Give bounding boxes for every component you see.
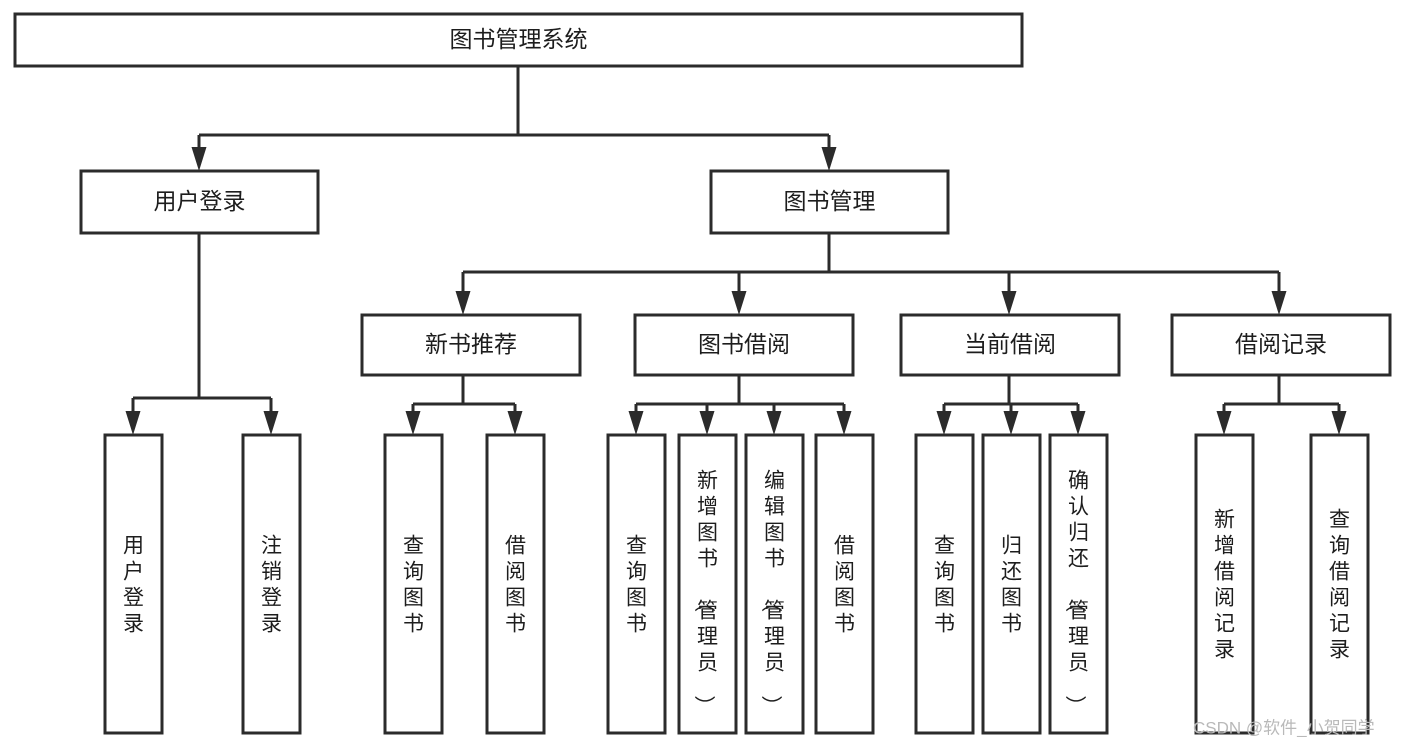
node-leaf-query-book-current[interactable]: 查询图书 bbox=[914, 433, 975, 735]
arrow-head-icon bbox=[731, 291, 747, 315]
nodes-layer: 图书管理系统用户登录图书管理新书推荐图书借阅当前借阅借阅记录用户登录注销登录查询… bbox=[13, 12, 1392, 735]
node-box-leaf-edit-book-admin[interactable] bbox=[744, 433, 805, 735]
arrow-head-icon bbox=[507, 411, 523, 435]
node-user-login[interactable]: 用户登录 bbox=[79, 169, 320, 235]
node-box-leaf-query-book-new[interactable] bbox=[383, 433, 444, 735]
node-label-book-borrow: 图书借阅 bbox=[698, 331, 790, 357]
watermark-label: CSDN @软件_小贺同学 bbox=[1193, 718, 1375, 737]
node-leaf-return-book[interactable]: 归还图书 bbox=[981, 433, 1042, 735]
node-label-leaf-query-book-new: 查询图书 bbox=[403, 534, 424, 635]
node-box-leaf-borrow-book[interactable] bbox=[814, 433, 875, 735]
node-label-leaf-query-borrow-record: 查询借阅记录 bbox=[1329, 508, 1350, 661]
node-leaf-borrow-book-new[interactable]: 借阅图书 bbox=[485, 433, 546, 735]
node-leaf-logout[interactable]: 注销登录 bbox=[241, 433, 302, 735]
arrow-head-icon bbox=[821, 147, 837, 171]
node-label-book-management: 图书管理 bbox=[784, 188, 876, 214]
node-label-leaf-borrow-book: 借阅图书 bbox=[834, 534, 855, 635]
node-label-leaf-borrow-book-new: 借阅图书 bbox=[505, 534, 526, 635]
node-book-management[interactable]: 图书管理 bbox=[709, 169, 950, 235]
arrow-head-icon bbox=[1271, 291, 1287, 315]
node-label-leaf-logout: 注销登录 bbox=[261, 534, 282, 635]
node-label-current-borrow: 当前借阅 bbox=[964, 331, 1056, 357]
connector-new-book-recommend-to-leaves bbox=[405, 375, 523, 435]
arrow-head-icon bbox=[1003, 411, 1019, 435]
node-box-leaf-return-book[interactable] bbox=[981, 433, 1042, 735]
connector-current-borrow-to-leaves bbox=[936, 375, 1086, 435]
node-current-borrow[interactable]: 当前借阅 bbox=[899, 313, 1121, 377]
node-label-leaf-query-book-borrow: 查询图书 bbox=[626, 534, 647, 635]
arrow-head-icon bbox=[836, 411, 852, 435]
node-leaf-confirm-return-admin[interactable]: 确认归还（管理员） bbox=[1048, 433, 1109, 735]
arrow-head-icon bbox=[1331, 411, 1347, 435]
connector-book-management-to-level3 bbox=[455, 233, 1287, 315]
connector-book-borrow-to-leaves bbox=[628, 375, 852, 435]
connector-user-login-to-leaves bbox=[125, 233, 279, 435]
node-leaf-query-borrow-record[interactable]: 查询借阅记录 bbox=[1309, 433, 1370, 735]
node-leaf-user-login[interactable]: 用户登录 bbox=[103, 433, 164, 735]
node-label-leaf-add-borrow-record: 新增借阅记录 bbox=[1214, 508, 1235, 661]
arrow-head-icon bbox=[191, 147, 207, 171]
arrow-head-icon bbox=[455, 291, 471, 315]
node-label-leaf-confirm-return-admin: 确认归还（管理员） bbox=[1063, 469, 1089, 716]
arrow-head-icon bbox=[936, 411, 952, 435]
node-label-leaf-query-book-current: 查询图书 bbox=[934, 534, 955, 635]
arrow-head-icon bbox=[766, 411, 782, 435]
node-leaf-borrow-book[interactable]: 借阅图书 bbox=[814, 433, 875, 735]
node-box-leaf-query-book-borrow[interactable] bbox=[606, 433, 667, 735]
arrow-head-icon bbox=[1001, 291, 1017, 315]
node-label-new-book-recommend: 新书推荐 bbox=[425, 331, 517, 357]
arrow-head-icon bbox=[263, 411, 279, 435]
arrow-head-icon bbox=[1070, 411, 1086, 435]
node-box-leaf-query-borrow-record[interactable] bbox=[1309, 433, 1370, 735]
node-box-leaf-add-borrow-record[interactable] bbox=[1194, 433, 1255, 735]
node-box-current-borrow[interactable] bbox=[899, 313, 1121, 377]
arrow-head-icon bbox=[125, 411, 141, 435]
node-box-leaf-logout[interactable] bbox=[241, 433, 302, 735]
node-label-user-login: 用户登录 bbox=[154, 188, 246, 214]
connectors-layer bbox=[125, 66, 1347, 435]
node-label-leaf-edit-book-admin: 编辑图书（管理员） bbox=[759, 469, 785, 716]
node-book-borrow[interactable]: 图书借阅 bbox=[633, 313, 855, 377]
node-label-borrow-record: 借阅记录 bbox=[1235, 331, 1327, 357]
node-box-root[interactable] bbox=[13, 12, 1024, 68]
node-box-leaf-borrow-book-new[interactable] bbox=[485, 433, 546, 735]
node-label-leaf-return-book: 归还图书 bbox=[1001, 534, 1022, 635]
node-box-leaf-add-book-admin[interactable] bbox=[677, 433, 738, 735]
watermark-layer: CSDN @软件_小贺同学 bbox=[1193, 718, 1375, 737]
node-leaf-query-book-new[interactable]: 查询图书 bbox=[383, 433, 444, 735]
node-box-book-management[interactable] bbox=[709, 169, 950, 235]
node-box-leaf-confirm-return-admin[interactable] bbox=[1048, 433, 1109, 735]
node-borrow-record[interactable]: 借阅记录 bbox=[1170, 313, 1392, 377]
arrow-head-icon bbox=[699, 411, 715, 435]
node-box-leaf-query-book-current[interactable] bbox=[914, 433, 975, 735]
node-box-user-login[interactable] bbox=[79, 169, 320, 235]
node-label-leaf-add-book-admin: 新增图书（管理员） bbox=[692, 469, 718, 716]
node-box-borrow-record[interactable] bbox=[1170, 313, 1392, 377]
node-root[interactable]: 图书管理系统 bbox=[13, 12, 1024, 68]
arrow-head-icon bbox=[628, 411, 644, 435]
node-box-new-book-recommend[interactable] bbox=[360, 313, 582, 377]
arrow-head-icon bbox=[1216, 411, 1232, 435]
node-box-book-borrow[interactable] bbox=[633, 313, 855, 377]
node-label-leaf-user-login: 用户登录 bbox=[123, 534, 144, 635]
node-box-leaf-user-login[interactable] bbox=[103, 433, 164, 735]
node-leaf-edit-book-admin[interactable]: 编辑图书（管理员） bbox=[744, 433, 805, 735]
node-new-book-recommend[interactable]: 新书推荐 bbox=[360, 313, 582, 377]
connector-borrow-record-to-leaves bbox=[1216, 375, 1347, 435]
connector-root-to-level2 bbox=[191, 66, 837, 171]
node-leaf-add-borrow-record[interactable]: 新增借阅记录 bbox=[1194, 433, 1255, 735]
node-label-root: 图书管理系统 bbox=[450, 26, 588, 52]
node-leaf-query-book-borrow[interactable]: 查询图书 bbox=[606, 433, 667, 735]
arrow-head-icon bbox=[405, 411, 421, 435]
node-leaf-add-book-admin[interactable]: 新增图书（管理员） bbox=[677, 433, 738, 735]
